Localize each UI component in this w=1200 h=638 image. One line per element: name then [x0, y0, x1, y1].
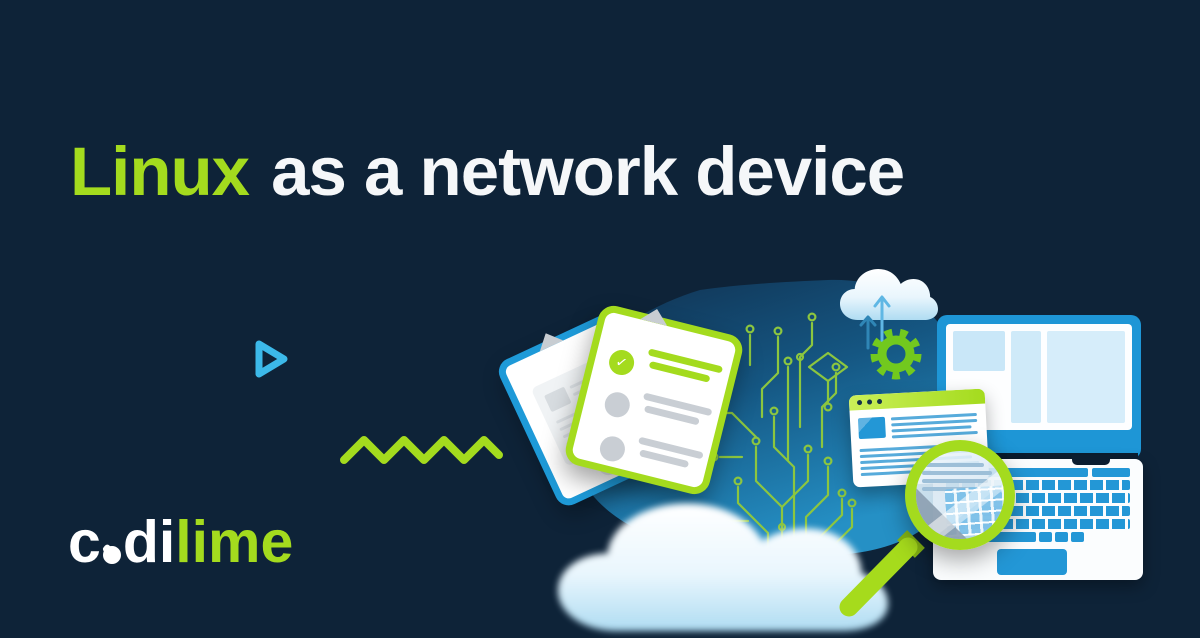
page-title: Linux as a network device — [70, 132, 905, 211]
logo-part-di: di — [122, 509, 176, 575]
play-triangle-icon — [255, 340, 288, 378]
window-dot-icon — [856, 399, 863, 406]
check-circle-icon: ✓ — [606, 347, 637, 378]
upload-arrows-icon — [859, 295, 891, 350]
laptop-keyboard — [933, 459, 1143, 580]
list-bullet — [602, 389, 633, 420]
list-bullet — [597, 433, 628, 465]
magnifier-icon — [905, 440, 1015, 550]
logo-accent: lime — [175, 509, 294, 575]
logo-part-c: c — [68, 509, 101, 575]
article-thumbnail — [857, 416, 886, 440]
cloud-icon — [840, 269, 938, 320]
zigzag-icon — [340, 436, 503, 464]
gear-icon — [870, 328, 922, 380]
title-rest: as a network device — [271, 133, 905, 210]
laptop-hinge-notch — [1072, 455, 1110, 465]
logo-o-icon — [102, 546, 121, 564]
title-highlight: Linux — [70, 133, 250, 210]
laptop-trackpad — [997, 549, 1067, 575]
laptop-hinge — [940, 453, 1138, 460]
window-dot-icon — [876, 398, 883, 405]
window-dot-icon — [866, 399, 873, 405]
cloud-icon — [558, 503, 888, 631]
